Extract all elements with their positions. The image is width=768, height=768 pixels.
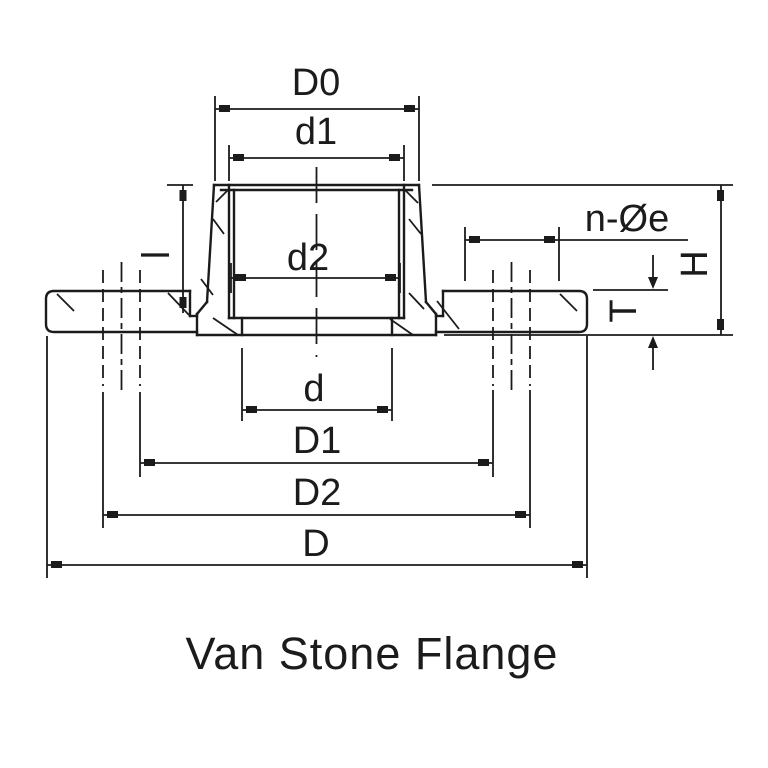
section-hatch-ticks xyxy=(56,189,578,336)
dim-label-n-oe: n-Øe xyxy=(585,198,669,240)
drawing-title: Van Stone Flange xyxy=(185,628,559,679)
dim-label-d1: d1 xyxy=(295,111,337,153)
dimension-D0: D0 xyxy=(214,62,420,181)
dimension-H: H xyxy=(432,184,733,336)
center-lines xyxy=(120,167,513,392)
dimension-T: T xyxy=(593,255,668,370)
dimension-D2: D2 xyxy=(102,390,531,528)
dimension-d2: d2 xyxy=(230,237,401,293)
dim-label-d2: d2 xyxy=(287,237,329,279)
dim-label-D1: D1 xyxy=(293,420,342,462)
dim-label-H: H xyxy=(674,250,716,277)
bolt-hole-hidden-lines xyxy=(102,270,531,386)
dim-label-d: d xyxy=(303,368,324,410)
dim-label-T: T xyxy=(603,299,645,322)
dimension-stub-height xyxy=(141,184,193,313)
dimension-d1: d1 xyxy=(228,111,405,181)
dimension-D1: D1 xyxy=(139,390,494,477)
dimension-bolt-holes: n-Øe xyxy=(464,198,688,281)
dim-label-D: D xyxy=(302,523,329,565)
dim-label-D0: D0 xyxy=(292,62,341,104)
dim-label-D2: D2 xyxy=(293,472,342,514)
dimension-d: d xyxy=(241,348,393,421)
dimension-D: D xyxy=(46,336,588,578)
